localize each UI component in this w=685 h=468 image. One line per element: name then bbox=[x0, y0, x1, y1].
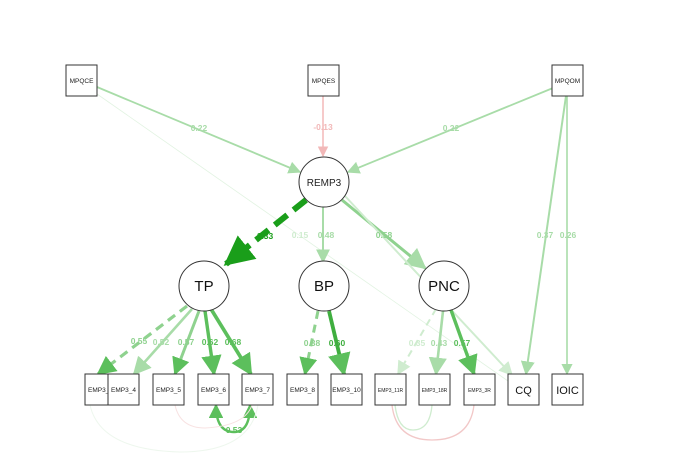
coef-pnc-emp3-11r: 0.35 bbox=[409, 338, 426, 348]
coef-remp3-cq: 0.15 bbox=[292, 230, 309, 240]
node-mpqce-box bbox=[65, 64, 98, 97]
edge-bp-emp3-10 bbox=[327, 310, 351, 377]
coef-tp-emp3-6: 0.62 bbox=[202, 337, 219, 347]
node-pnc-circle bbox=[418, 260, 470, 312]
coef-tp-emp3-2: 0.55 bbox=[131, 336, 148, 346]
node-mpqes-label: MPQES bbox=[312, 78, 336, 85]
coef-tp-emp3-5: 0.57 bbox=[178, 337, 195, 347]
node-emp3-3r-label: EMP3_3R bbox=[468, 388, 491, 394]
coef-mpqes-remp3: -0.13 bbox=[313, 122, 333, 132]
coef-mpqom-cq: 0.37 bbox=[537, 230, 554, 240]
node-mpqom-box bbox=[551, 64, 584, 97]
coef-mpqom-ioic: 0.26 bbox=[560, 230, 577, 240]
node-remp3-label: REMP3 bbox=[307, 178, 342, 189]
node-emp3-5-box bbox=[152, 373, 185, 406]
node-tp-label: TP bbox=[194, 278, 213, 295]
node-emp3-10-label: EMP3_10 bbox=[332, 387, 361, 394]
node-tp-circle bbox=[178, 260, 230, 312]
node-emp3-4-label: EMP3_4 bbox=[111, 387, 136, 394]
coef-pnc-emp3-3r: 0.57 bbox=[454, 338, 471, 348]
node-emp3-10-box bbox=[330, 373, 363, 406]
node-emp3-6-label: EMP3_6 bbox=[201, 387, 226, 394]
edge-mpqce-remp3 bbox=[96, 86, 302, 174]
edge-mpqom-remp3 bbox=[346, 87, 554, 174]
edge-tp-emp3-4 bbox=[132, 308, 193, 376]
edge-tp-emp3-5 bbox=[172, 310, 201, 376]
cov-emp3-11r-18r bbox=[394, 404, 433, 431]
edge-mpqom-cq bbox=[520, 95, 567, 376]
node-remp3-circle bbox=[298, 156, 350, 208]
node-pnc-label: PNC bbox=[428, 278, 460, 295]
coef-bp-emp3-10: 0.60 bbox=[329, 338, 346, 348]
node-mpqes-box bbox=[307, 64, 340, 97]
cov-emp3-2-7 bbox=[89, 404, 259, 453]
cov-emp3-11r-3r bbox=[391, 404, 475, 441]
coef-mpqom-remp3: 0.22 bbox=[443, 123, 460, 133]
node-bp-circle bbox=[298, 260, 350, 312]
edge-remp3-pnc bbox=[341, 198, 427, 270]
edge-pnc-emp3-18r bbox=[428, 310, 447, 376]
edge-bp-emp3-8 bbox=[299, 310, 320, 376]
node-emp3-7-box bbox=[241, 373, 274, 406]
node-emp3-11r-box bbox=[374, 373, 407, 406]
node-emp3-18r-label: EMP3_18R bbox=[422, 388, 448, 394]
coef-bp-emp3-8: 0.38 bbox=[304, 338, 321, 348]
edge-remp3-tp bbox=[223, 197, 308, 267]
node-emp3-8-label: EMP3_8 bbox=[290, 387, 315, 394]
node-ioic-box bbox=[551, 373, 584, 406]
node-emp3-18r-box bbox=[418, 373, 451, 406]
node-emp3-3r-box bbox=[463, 373, 496, 406]
coef-cov-emp3-6-7: 0.53 bbox=[226, 425, 243, 435]
node-emp3-4-box bbox=[107, 373, 140, 406]
edge-tp-emp3-7 bbox=[209, 308, 253, 376]
cov-emp3-5-7-faint bbox=[174, 404, 253, 429]
node-ioic-label: IOIC bbox=[556, 385, 579, 397]
coef-mpqce-remp3: 0.22 bbox=[191, 123, 208, 133]
cov-emp3-6-7 bbox=[208, 403, 258, 434]
node-emp3-11r-label: EMP3_11R bbox=[378, 388, 404, 394]
coef-pnc-emp3-18r: 0.43 bbox=[431, 338, 448, 348]
edge-pnc-emp3-11r bbox=[397, 308, 437, 376]
node-mpqce-label: MPQCE bbox=[70, 78, 95, 85]
coef-remp3-tp: 1.33 bbox=[257, 231, 274, 241]
node-emp3-8-box bbox=[286, 373, 319, 406]
node-emp3-7-label: EMP3_7 bbox=[245, 387, 270, 394]
node-bp-label: BP bbox=[314, 278, 334, 295]
coef-tp-emp3-4: 0.52 bbox=[153, 337, 170, 347]
coef-remp3-pnc: 0.58 bbox=[376, 230, 393, 240]
node-emp3-6-box bbox=[197, 373, 230, 406]
edge-tp-emp3-2 bbox=[96, 304, 188, 376]
coef-tp-emp3-7: 0.68 bbox=[225, 337, 242, 347]
node-cq-label: CQ bbox=[515, 385, 532, 397]
node-mpqom-label: MPQOM bbox=[555, 78, 580, 85]
node-cq-box bbox=[507, 373, 540, 406]
node-emp3-2-label: EMP3_2 bbox=[88, 387, 113, 394]
edge-tp-emp3-6 bbox=[201, 310, 222, 377]
edge-pnc-emp3-3r bbox=[449, 309, 478, 376]
node-emp3-5-label: EMP3_5 bbox=[156, 387, 181, 394]
coef-remp3-bp: 0.48 bbox=[318, 230, 335, 240]
